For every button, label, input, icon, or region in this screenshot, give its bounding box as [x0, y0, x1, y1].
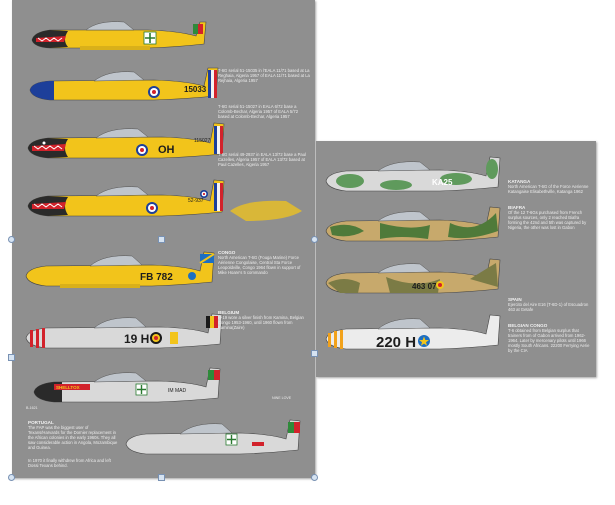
- belgian-roundel-icon: [150, 332, 162, 344]
- caption-2: T-6G serial 51-15027 in EALA 6/72 base a…: [218, 104, 299, 119]
- decal-sheet-left: 15033 OH 115027: [12, 0, 315, 478]
- aircraft-tag: NINE LOVE: [272, 396, 292, 400]
- aircraft-code: 15033: [184, 85, 207, 94]
- resize-handle-right-mid[interactable]: [311, 350, 318, 357]
- aircraft-profile-2: 15033: [24, 62, 224, 112]
- caption-congo: CONGO North American T-6G (Fouga Marine)…: [218, 250, 301, 275]
- aircraft-profile-4: 52-937: [22, 174, 232, 230]
- aircraft-profile-biafra: [320, 201, 510, 251]
- caption-biafra: BIAFRA Of the 12 T-6Gs purchased from Fr…: [508, 205, 587, 230]
- caption-katanga: KATANGA North American T-6G of the Force…: [508, 179, 589, 194]
- aircraft-profile-7: SHELLTOX IM MAD: [28, 362, 228, 414]
- aircraft-serial: 52-937: [188, 198, 204, 204]
- caption-portugal: PORTUGAL The FAP was the biggest user of…: [28, 420, 118, 450]
- resize-handle-top-right[interactable]: [311, 236, 318, 243]
- aircraft-code: OH: [158, 144, 175, 156]
- resize-handle-bottom-left[interactable]: [8, 474, 15, 481]
- resize-handle-top-mid[interactable]: [158, 236, 165, 243]
- cross-roundel-icon: [225, 433, 238, 446]
- caption-belgian-congo: BELGIAN CONGO T-6 obtained from Belgian …: [508, 323, 590, 353]
- french-roundel-icon: [148, 86, 160, 98]
- aircraft-profile-1: [28, 14, 208, 62]
- resize-handle-bottom-right[interactable]: [311, 474, 318, 481]
- caption-portugal-2: In 1970 it finally withdrew from Africa …: [28, 458, 111, 468]
- nose-art-text: SHELLTOX: [56, 385, 80, 390]
- aircraft-code: 19 H: [124, 332, 149, 346]
- resize-handle-left-lower[interactable]: [8, 354, 15, 361]
- resize-handle-bottom-mid[interactable]: [158, 474, 165, 481]
- aircraft-code: 463 07: [412, 282, 437, 291]
- aircraft-profile-katanga: KA25: [320, 151, 510, 201]
- caption-belgium: BELGIUM H-19 wore a silver finish from K…: [218, 310, 304, 330]
- aircraft-code: IM MAD: [168, 388, 186, 394]
- french-roundel-icon: [146, 202, 158, 214]
- caption-spain: SPAIN Ejercito del Aire E16 (T-6D-1) of …: [508, 297, 589, 312]
- caption-1: T-6G serial 51-15035 in l'EALA 11/71 bas…: [218, 68, 310, 83]
- aircraft-profile-6: 19 H: [20, 306, 230, 362]
- small-label: B-1621: [26, 406, 38, 410]
- aircraft-profile-3: OH 115027: [22, 118, 232, 170]
- cross-roundel-icon: [143, 31, 157, 45]
- french-roundel-icon: [136, 144, 148, 156]
- caption-3: T-6G serial 49-2937 in EALA 13/72 base a…: [218, 152, 306, 167]
- star-roundel-icon: [418, 335, 430, 347]
- aircraft-profile-5: FB 782: [20, 244, 220, 300]
- aircraft-serial: 115027: [194, 138, 211, 144]
- cross-roundel-icon: [135, 383, 148, 396]
- decal-sheet-right: KA25 463 07 220 H: [230, 141, 596, 377]
- wing-fragment: [226, 191, 306, 227]
- aircraft-profile-8: [120, 412, 310, 468]
- aircraft-code: KA25: [432, 178, 453, 187]
- aircraft-code: FB 782: [140, 272, 173, 283]
- aircraft-code: 220 H: [376, 334, 416, 351]
- aircraft-profile-belgian-congo: 220 H: [320, 307, 510, 363]
- aircraft-profile-spain: 463 07: [320, 253, 510, 303]
- resize-handle-left-mid[interactable]: [8, 236, 15, 243]
